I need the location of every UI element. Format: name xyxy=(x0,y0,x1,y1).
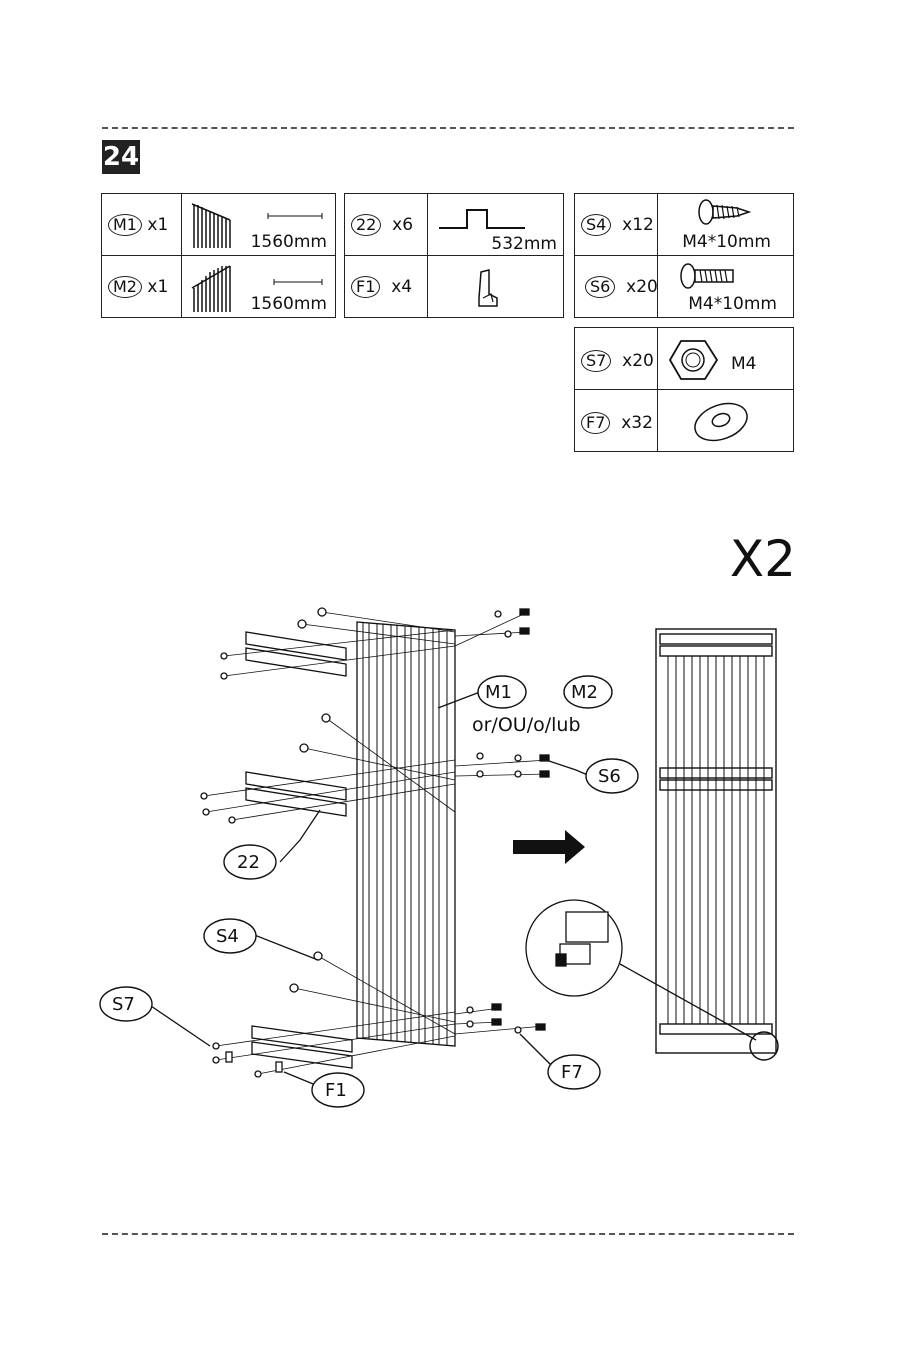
callout-m2: M2 xyxy=(571,682,598,703)
callout-f7: F7 xyxy=(561,1062,583,1083)
bottom-dashed-divider xyxy=(102,1233,794,1235)
callout-s7: S7 xyxy=(112,994,135,1015)
callout-m1: M1 xyxy=(485,682,512,703)
callout-f1: F1 xyxy=(325,1080,347,1101)
callout-s6: S6 xyxy=(598,766,621,787)
panel-assembled xyxy=(656,629,778,1060)
callout-s4: S4 xyxy=(216,926,239,947)
direction-arrow xyxy=(513,830,585,864)
callout-or-text: or/OU/o/lub xyxy=(472,714,581,736)
callout-22: 22 xyxy=(237,852,260,873)
